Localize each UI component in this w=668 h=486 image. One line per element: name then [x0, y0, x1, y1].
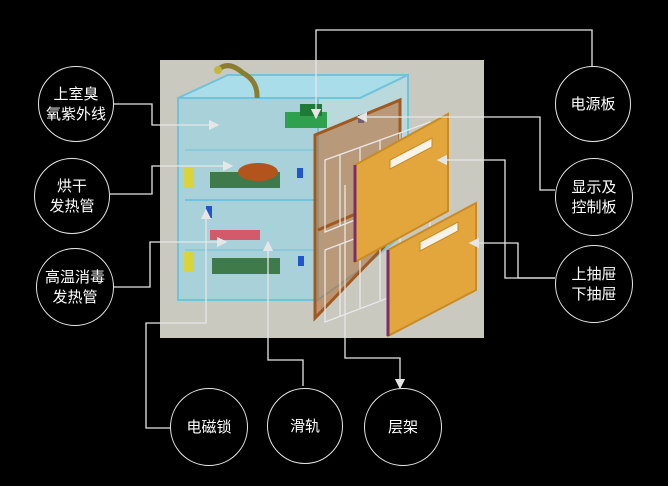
line-power-board [310, 29, 593, 120]
line-magnetic-lock [145, 208, 212, 429]
label-slide-rail: 滑轨 [267, 388, 343, 464]
label-shelf: 层架 [364, 388, 442, 466]
line-upper-drawer [436, 154, 555, 279]
line-lower-drawer [468, 237, 555, 279]
label-magnetic-lock: 电磁锁 [170, 388, 248, 466]
label-display-board: 显示及 控制板 [555, 158, 633, 236]
heater-tube [238, 163, 278, 181]
label-dry-heater: 烘干 发热管 [34, 158, 110, 234]
line-shelf [344, 185, 406, 390]
label-drawers: 上抽屉 下抽屉 [555, 245, 633, 323]
line-uv [114, 103, 220, 131]
line-display-board [356, 111, 555, 191]
line-slide-rail [262, 240, 304, 386]
line-dry-heater [110, 160, 234, 195]
line-sterilize-heater [114, 236, 228, 288]
uv-pipe [216, 63, 260, 99]
label-uv-lamp: 上室臭 氧紫外线 [38, 66, 114, 142]
label-power-board: 电源板 [555, 66, 631, 142]
rail-lower [212, 258, 280, 274]
label-sterilize-heater: 高温消毒 发热管 [36, 248, 114, 326]
